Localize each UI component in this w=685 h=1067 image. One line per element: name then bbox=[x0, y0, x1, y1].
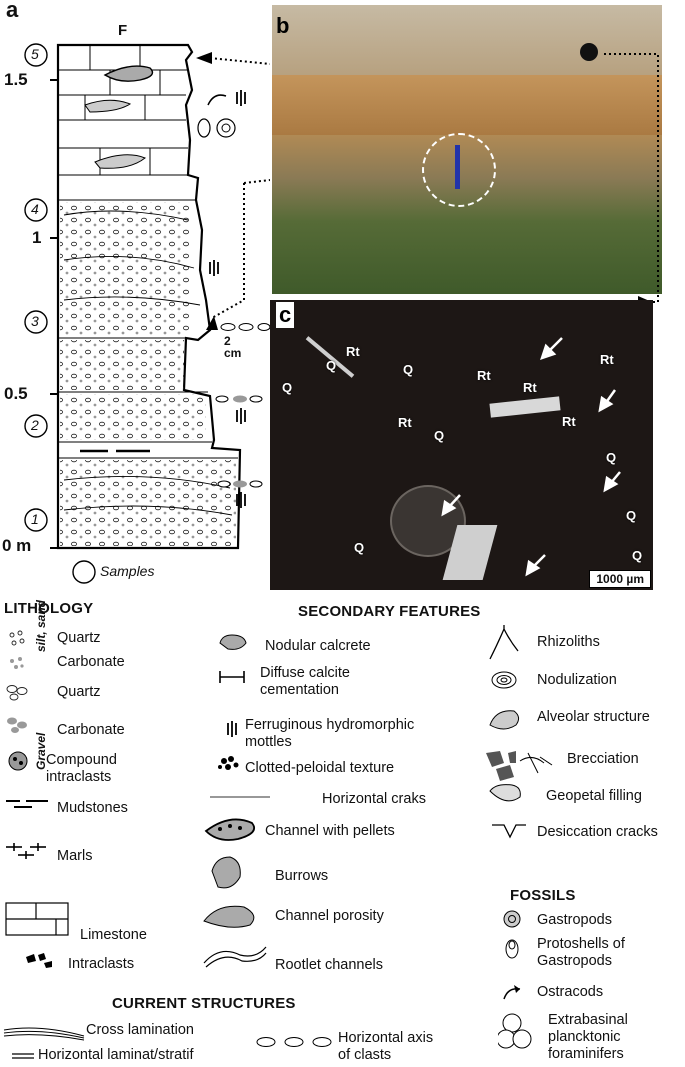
samples-label: Samples bbox=[100, 563, 155, 579]
micrograph-label: Q bbox=[626, 508, 637, 523]
current-structure-symbols bbox=[3, 1027, 332, 1059]
scale-label-0: 0 m bbox=[2, 536, 32, 555]
legend-nodulization: Nodulization bbox=[537, 672, 617, 688]
legend-ferruginous-mottles: Ferruginous hydromorphic mottles bbox=[245, 717, 415, 750]
micrograph-label: Q bbox=[632, 548, 643, 563]
hammer-scale bbox=[455, 145, 460, 189]
legend-quartz-gravel: Quartz bbox=[57, 684, 101, 700]
intraclast-grain bbox=[390, 485, 466, 557]
legend-carbonate-gravel: Carbonate bbox=[57, 722, 125, 738]
outcrop-highlight-circle bbox=[422, 133, 496, 207]
micrograph-label: Rt bbox=[477, 368, 491, 383]
fossils-title: FOSSILS bbox=[510, 887, 576, 904]
section-top-label: F bbox=[118, 22, 128, 39]
unit-number-3: 3 bbox=[31, 313, 39, 329]
micrograph-label: Rt bbox=[523, 380, 537, 395]
micrograph-label: Q bbox=[354, 540, 365, 555]
scale-label-1: 1 bbox=[32, 228, 42, 247]
legend-nodular-calcrete: Nodular calcrete bbox=[265, 638, 371, 654]
unit-number-1: 1 bbox=[31, 511, 39, 527]
panel-a-letter: a bbox=[6, 0, 19, 22]
legend-marls: Marls bbox=[57, 848, 93, 864]
micrograph-label: Q bbox=[403, 362, 414, 377]
secondary-features-title: SECONDARY FEATURES bbox=[298, 603, 481, 620]
legend-channel-with-pellets: Channel with pellets bbox=[265, 823, 395, 839]
micrograph-arrows bbox=[441, 337, 621, 577]
micrograph-label: Rt bbox=[346, 344, 360, 359]
legend-brecciation: Brecciation bbox=[567, 751, 639, 767]
unit-number-5: 5 bbox=[31, 46, 39, 62]
lithology-symbols bbox=[5, 630, 69, 968]
legend-ostracods: Ostracods bbox=[537, 984, 604, 1000]
photo-pointer-line bbox=[604, 53, 659, 308]
legend-cross-lamination: Cross lamination bbox=[86, 1022, 194, 1038]
legend-horizontal-lamination: Horizontal laminat/stratif bbox=[38, 1047, 194, 1063]
panel-c-letter: c bbox=[276, 302, 295, 328]
legend-intraclasts: Intraclasts bbox=[68, 956, 135, 972]
micrograph-label: Q bbox=[434, 428, 445, 443]
legend-quartz-sand: Quartz bbox=[57, 630, 101, 646]
micrograph-scale-bar: 1000 µm bbox=[589, 570, 651, 588]
lithology-title: LITHOLOGY bbox=[4, 600, 94, 617]
legend-rootlet-channels: Rootlet channels bbox=[275, 957, 384, 973]
micrograph-label: Rt bbox=[398, 415, 412, 430]
legend-diffuse-calcite-cementation: Diffuse calcite cementation bbox=[260, 665, 350, 698]
current-structures-title: CURRENT STRUCTURES bbox=[112, 995, 296, 1012]
micrograph-label: Q bbox=[606, 450, 617, 465]
scale-label-0-5: 0.5 bbox=[4, 384, 28, 403]
legend-protoshells: Protoshells of Gastropods bbox=[537, 936, 625, 969]
legend-limestone: Limestone bbox=[80, 927, 147, 943]
thin-section-micrograph: c Rt Q Q Q Rt Rt Rt Q Rt Q Q Q Q Q Rt 10… bbox=[270, 300, 653, 590]
sample-point-marker bbox=[580, 43, 598, 61]
secondary-symbols-col1 bbox=[203, 634, 270, 968]
micrograph-label: Rt bbox=[600, 352, 614, 367]
legend-rhizoliths: Rhizoliths bbox=[537, 634, 600, 650]
unit-number-2: 2 bbox=[31, 417, 39, 433]
thickness-label: 2 cm bbox=[224, 334, 242, 360]
micrograph-label: Rt bbox=[562, 414, 576, 429]
legend-plancktonic-foraminifers: Extrabasinal plancktonic foraminifers bbox=[548, 1012, 628, 1062]
legend-compound-intraclasts: Compound intraclasts bbox=[46, 752, 117, 785]
secondary-symbols-col2 bbox=[486, 625, 553, 839]
scale-label-1-5: 1.5 bbox=[4, 70, 28, 89]
stratigraphic-log bbox=[24, 43, 270, 584]
micrograph-label: Q bbox=[282, 380, 293, 395]
fossil-symbols bbox=[498, 910, 532, 1049]
legend-desiccation-cracks: Desiccation cracks bbox=[537, 824, 658, 840]
legend-horizontal-axis-clasts: Horizontal axis of clasts bbox=[338, 1030, 434, 1063]
legend-horizontal-craks: Horizontal craks bbox=[322, 791, 426, 807]
legend-burrows: Burrows bbox=[275, 868, 329, 884]
panel-b-letter: b bbox=[276, 13, 290, 38]
unit-number-4: 4 bbox=[31, 201, 39, 217]
outcrop-photo: b bbox=[272, 5, 662, 294]
legend-channel-porosity: Channel porosity bbox=[275, 908, 384, 924]
legend-carbonate-sand: Carbonate bbox=[57, 654, 125, 670]
legend-alveolar-structure: Alveolar structure bbox=[537, 709, 650, 725]
legend-mudstones: Mudstones bbox=[57, 800, 128, 816]
legend-clotted-peloidal-texture: Clotted-peloidal texture bbox=[245, 760, 395, 776]
legend-geopetal-filling: Geopetal filling bbox=[546, 788, 642, 804]
legend-gastropods: Gastropods bbox=[537, 912, 612, 928]
micrograph-label: Q bbox=[326, 358, 337, 373]
